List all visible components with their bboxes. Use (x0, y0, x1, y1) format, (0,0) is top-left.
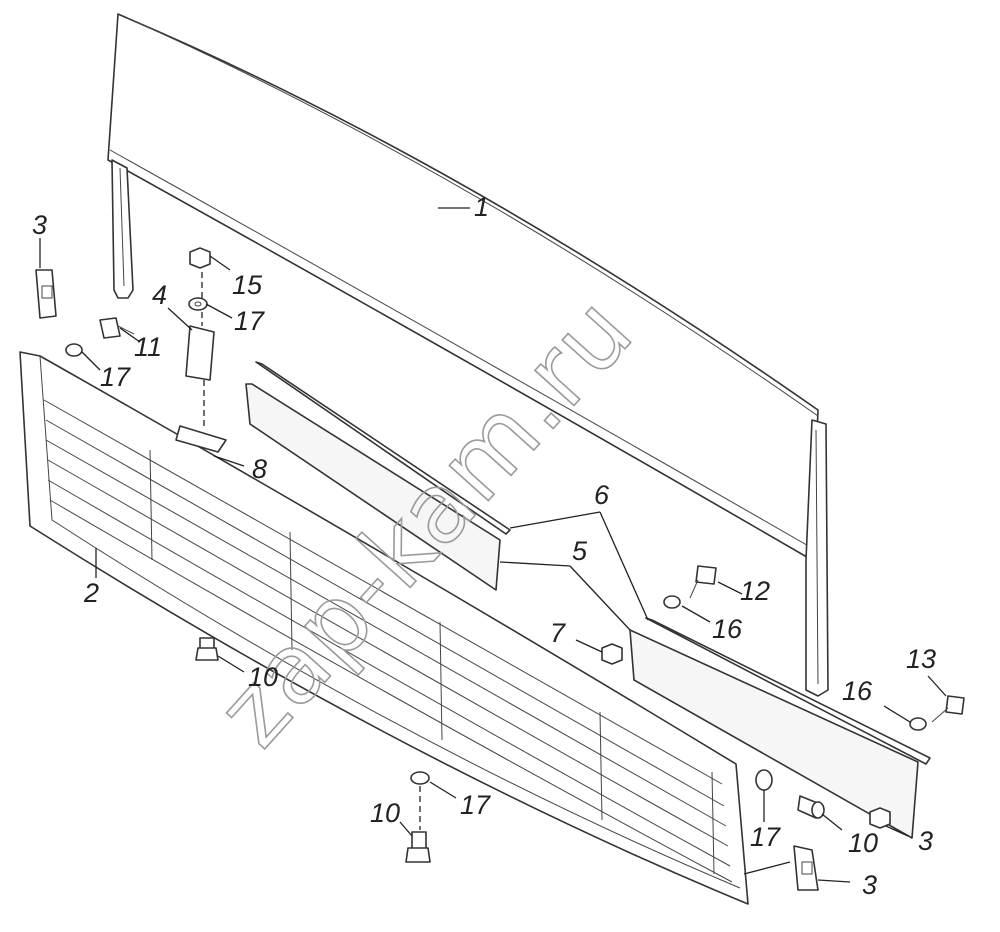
callout-3-bracket: 3 (862, 870, 877, 900)
callout-13: 13 (906, 644, 936, 674)
trim-plate-left (245, 383, 501, 591)
callout-1: 1 (474, 192, 489, 222)
callout-10-bottom: 10 (370, 798, 400, 828)
bolt-10-right (797, 795, 825, 819)
bolt-12 (689, 565, 717, 599)
leader-lines (39, 207, 947, 883)
seal-strip-upper (255, 361, 511, 535)
callout-6: 6 (594, 480, 610, 510)
bracket-left (35, 269, 57, 319)
washer-16-right (909, 717, 927, 731)
bolt-10-lower (405, 831, 431, 863)
bolt-13 (931, 695, 965, 723)
callout-12: 12 (740, 576, 770, 606)
callout-16-right: 16 (842, 676, 873, 706)
callout-11: 11 (134, 332, 162, 362)
callout-17-bottom: 17 (460, 790, 491, 820)
callout-16-middle: 16 (712, 614, 743, 644)
washer-17-left (65, 343, 83, 357)
callout-15: 15 (232, 270, 263, 300)
trim-plate-right (629, 629, 919, 839)
bolt-10-upper (195, 637, 219, 661)
bolt-11 (99, 317, 135, 339)
radiator-grille (19, 351, 749, 905)
latch-clip (185, 325, 215, 381)
callout-4: 4 (152, 280, 167, 310)
washer-17-right (755, 769, 773, 791)
callout-5: 5 (572, 536, 588, 566)
seal-strip-lower (645, 617, 931, 765)
callout-10-right: 10 (848, 828, 878, 858)
callout-2: 2 (83, 578, 99, 608)
callout-7: 7 (550, 618, 566, 648)
bracket-right (793, 845, 819, 891)
upper-panel (107, 13, 829, 697)
nut-7 (601, 643, 623, 665)
callout-17-top: 17 (234, 306, 265, 336)
callout-17-right: 17 (750, 822, 781, 852)
callout-3-left: 3 (32, 210, 47, 240)
washer-17-top (188, 297, 208, 311)
callout-10-left: 10 (248, 662, 278, 692)
washer-16-mid (663, 595, 681, 609)
nut-3-right (869, 807, 891, 829)
hinge-plate (175, 425, 227, 453)
washer-17-bottom (410, 771, 430, 785)
nut-15 (189, 247, 211, 269)
callout-17-left: 17 (100, 362, 131, 392)
callout-3-nut: 3 (918, 826, 933, 856)
callout-8: 8 (252, 454, 267, 484)
